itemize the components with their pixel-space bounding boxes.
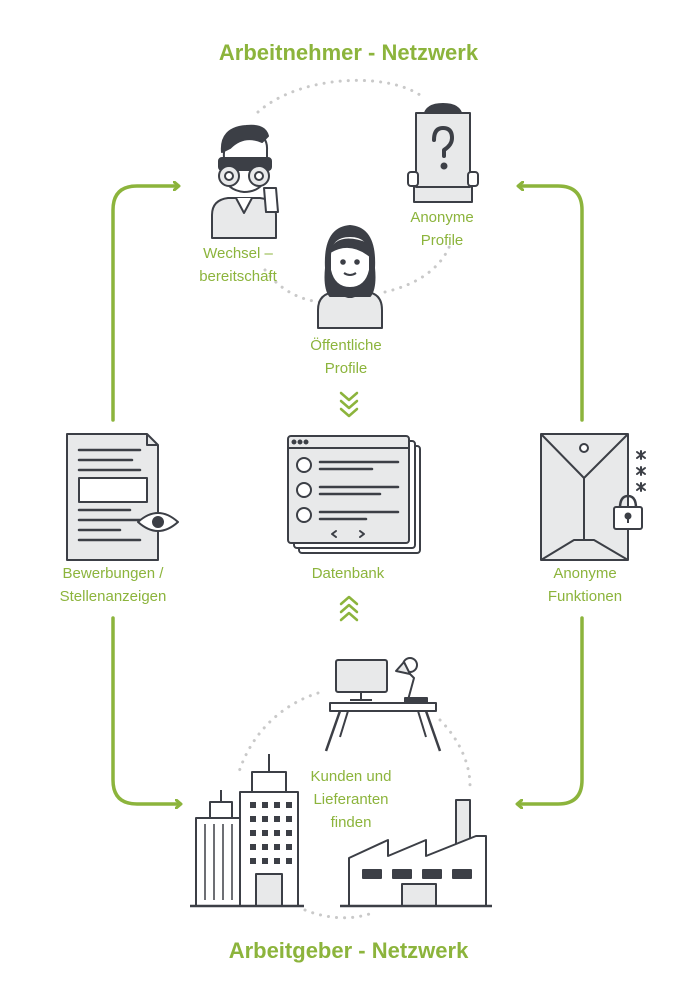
woman-avatar-icon	[317, 225, 383, 329]
label-datenbank: Datenbank	[311, 565, 385, 582]
top-dotted-arc	[256, 78, 452, 304]
document-eye-icon	[66, 433, 179, 561]
label-anonyme-funktionen: Anonyme Funktionen	[547, 565, 623, 605]
binoculars-person-icon	[211, 124, 279, 239]
locked-envelope-icon	[540, 433, 646, 561]
right-up-arrow	[519, 186, 584, 422]
label-anonyme-profile: Anonyme Profile	[410, 209, 474, 249]
label-bewerbungen: Bewerbungen / Stellenanzeigen	[59, 565, 167, 605]
label-kunden-lieferanten: Kunden und Lieferanten finden	[310, 768, 392, 831]
label-oeffentliche-profile: Öffentliche Profile	[310, 337, 382, 377]
left-down-arrow	[111, 616, 180, 804]
factory-icon	[340, 799, 492, 908]
right-down-arrow	[518, 616, 584, 804]
network-title-employees: Arbeitnehmer - Netzwerk	[218, 40, 479, 65]
desk-computer-icon	[324, 657, 442, 752]
chevron-down-icon	[339, 391, 359, 418]
flow-arrows	[111, 186, 584, 804]
buildings-icon	[190, 754, 304, 908]
bottom-dotted-arc	[236, 691, 472, 920]
left-up-arrow	[111, 186, 178, 422]
database-windows-icon	[287, 435, 421, 554]
chevron-up-icon	[339, 595, 359, 622]
question-sign-person-icon	[407, 103, 479, 203]
network-title-employers: Arbeitgeber - Netzwerk	[228, 938, 469, 963]
label-wechselbereitschaft: Wechsel – bereitschaft	[199, 245, 277, 285]
